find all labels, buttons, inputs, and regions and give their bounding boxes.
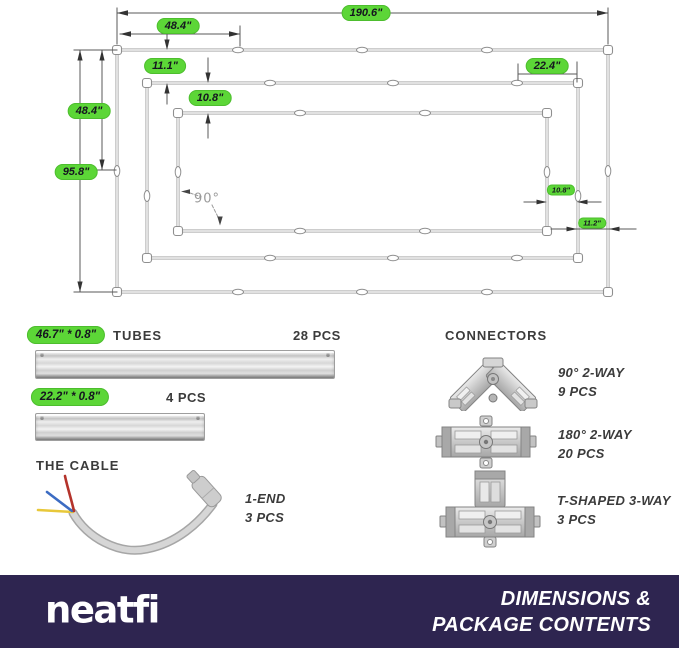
dim-top-segment: 48.4" <box>156 18 200 34</box>
connector-t-label: T-SHAPED 3-WAY 3 PCS <box>557 492 671 530</box>
connectors-heading: CONNECTORS <box>445 328 548 343</box>
dim-overall-width: 190.6" <box>341 5 391 21</box>
footer-title-line1: DIMENSIONS & <box>500 587 651 610</box>
connector-count: 20 PCS <box>558 445 605 461</box>
dim-half-height: 48.4" <box>67 103 111 119</box>
tubes-heading: TUBES <box>113 328 163 343</box>
footer-banner: neatfi DIMENSIONS & PACKAGE CONTENTS <box>0 575 679 648</box>
tube-long-count: 28 PCS <box>293 328 341 343</box>
cable-count: 3 PCS <box>245 509 285 525</box>
cable-type: 1-END <box>245 491 286 506</box>
cable-image <box>36 469 222 555</box>
connector-180-label: 180° 2-WAY 20 PCS <box>558 426 632 464</box>
dim-gap-inner-middle-right: 10.8" <box>546 184 576 196</box>
tube-short-count: 4 PCS <box>166 390 207 405</box>
dim-gap-middle-outer-right: 11.2" <box>578 217 606 229</box>
connector-type: 180° 2-WAY <box>558 427 632 442</box>
connector-90-label: 90° 2-WAY 9 PCS <box>558 364 624 402</box>
dim-overall-height: 95.8" <box>54 164 98 180</box>
connector-count: 9 PCS <box>558 383 598 399</box>
corner-angle-label: 90° <box>193 191 221 207</box>
long-tube-image <box>35 350 335 379</box>
screw-icon <box>196 416 200 420</box>
cable-heading: THE CABLE <box>36 458 120 473</box>
screw-icon <box>40 416 44 420</box>
connector-t-3way-icon <box>439 470 541 548</box>
dim-gap-outer-middle: 11.1" <box>144 58 186 74</box>
footer-title-line2: PACKAGE CONTENTS <box>432 613 651 636</box>
connector-90-2way-icon <box>448 357 538 411</box>
screw-icon <box>40 353 44 357</box>
connector-count: 3 PCS <box>557 511 597 527</box>
brand-logo: neatfi <box>45 587 160 631</box>
connector-180-2way-icon <box>435 415 537 469</box>
dim-middle-top-segment: 22.4" <box>525 58 569 74</box>
tube-short-size-badge: 22.2" * 0.8" <box>30 388 110 406</box>
connector-type: T-SHAPED 3-WAY <box>557 493 671 508</box>
dimension-diagram <box>73 7 637 298</box>
tube-long-size-badge: 46.7" * 0.8" <box>26 326 106 344</box>
cable-label: 1-END 3 PCS <box>245 490 286 528</box>
screw-icon <box>326 353 330 357</box>
short-tube-image <box>35 413 205 441</box>
dim-gap-middle-inner: 10.8" <box>188 90 232 106</box>
connector-type: 90° 2-WAY <box>558 365 625 380</box>
footer-title: DIMENSIONS & PACKAGE CONTENTS <box>432 586 651 638</box>
